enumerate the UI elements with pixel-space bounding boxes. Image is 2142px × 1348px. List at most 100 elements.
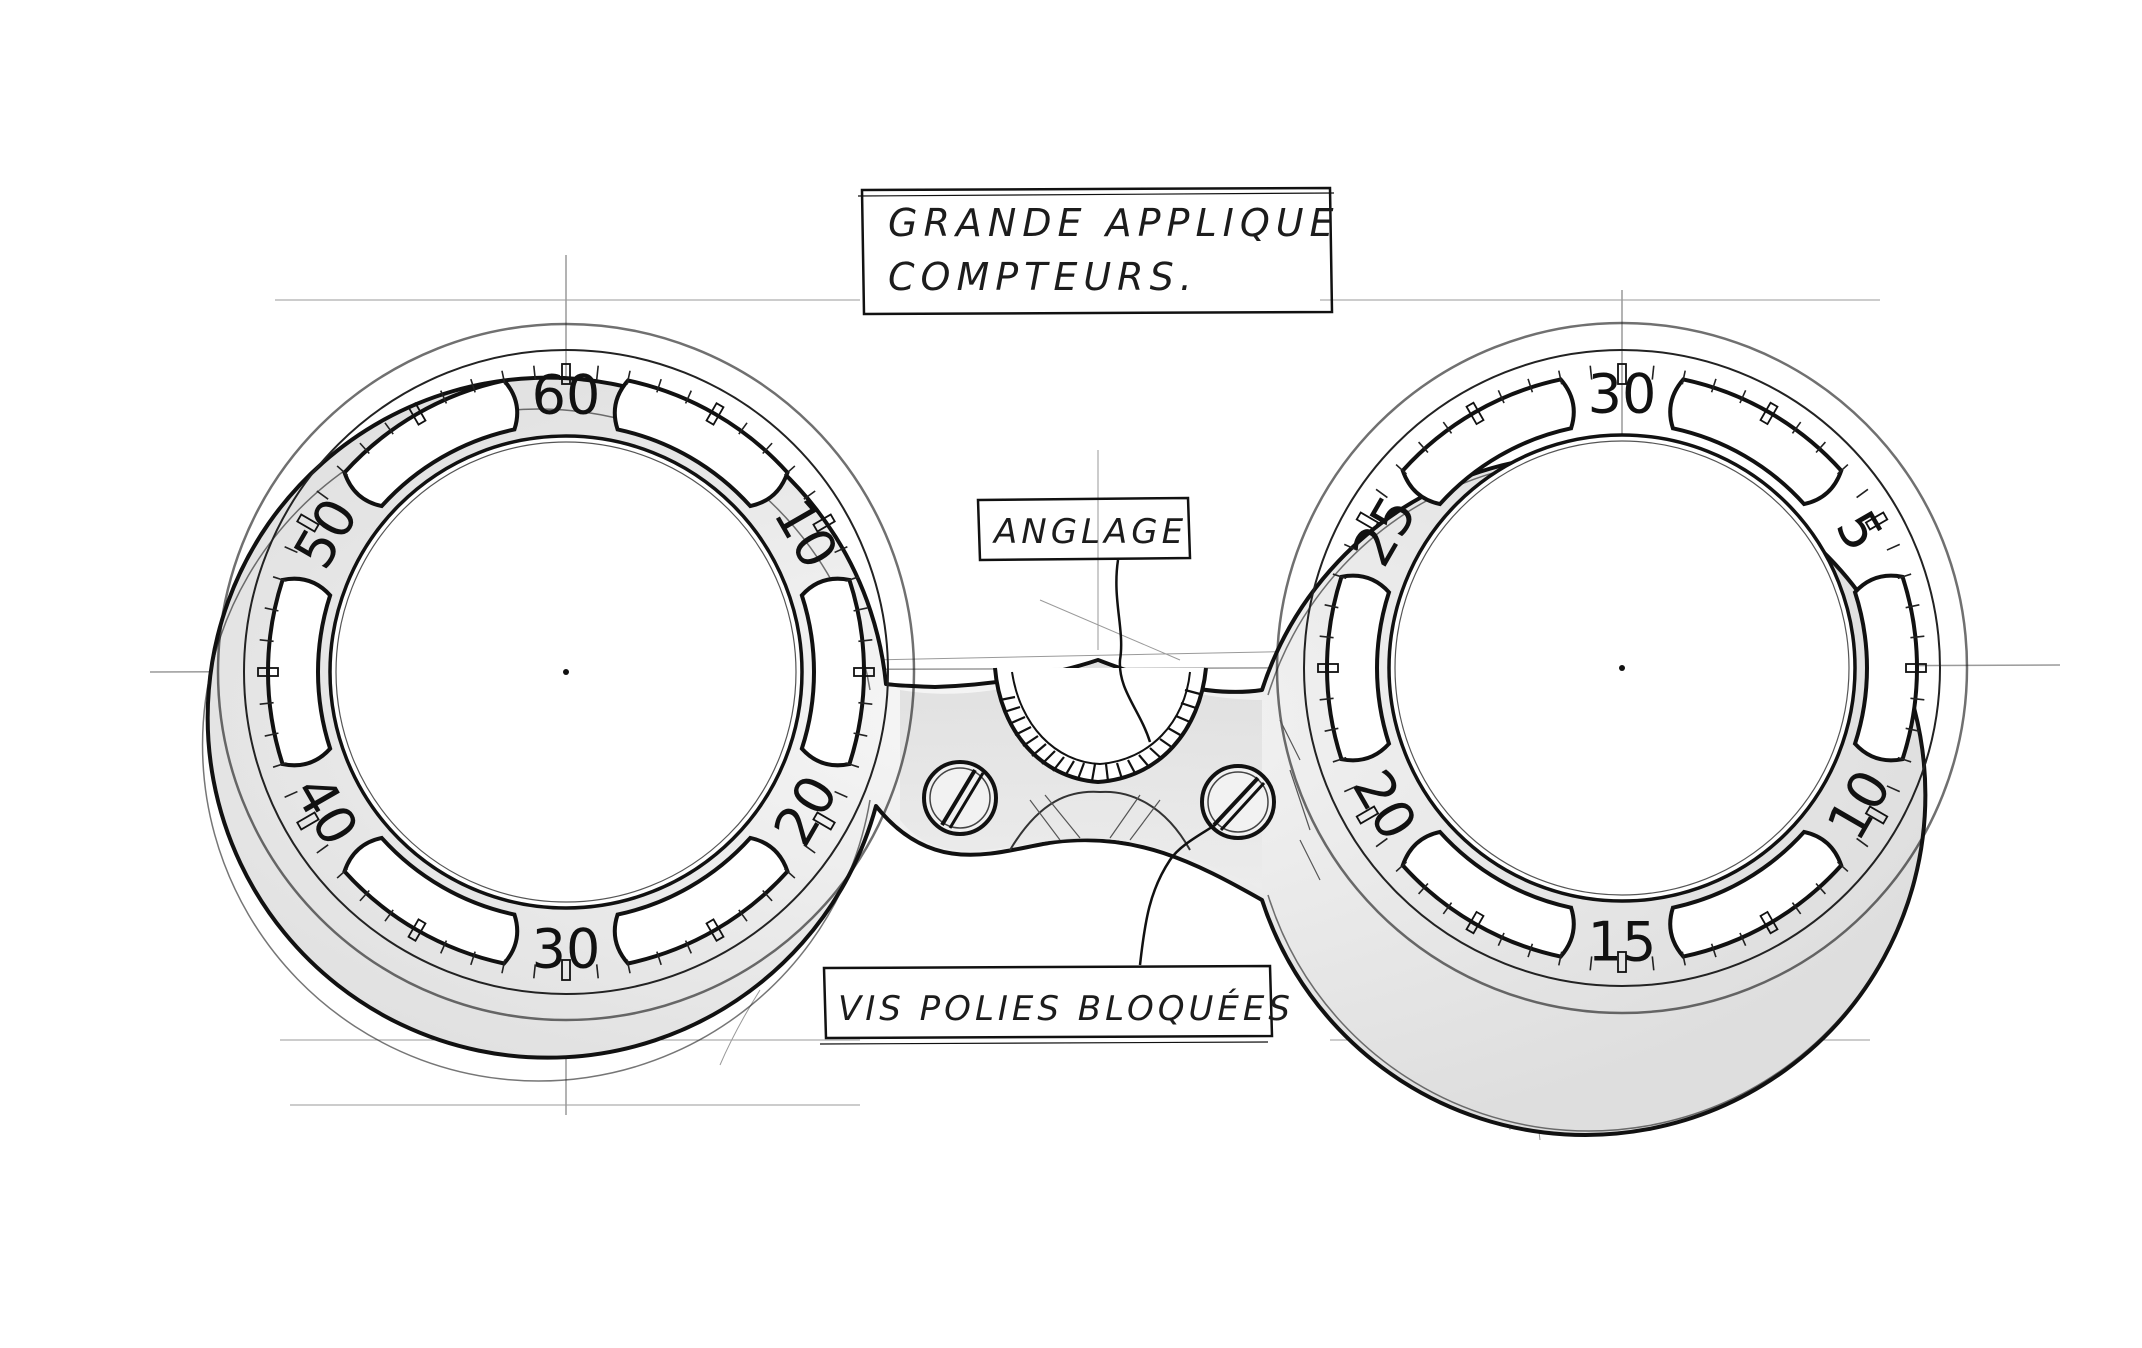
left-hour-marker bbox=[407, 402, 427, 426]
left-minute-tick bbox=[439, 390, 448, 404]
left-minute-tick bbox=[684, 940, 693, 954]
left-minute-tick bbox=[803, 490, 816, 500]
right-counter-numeral: 5 bbox=[1823, 500, 1895, 561]
left-minute-tick bbox=[384, 909, 394, 922]
left-minute-tick bbox=[853, 732, 868, 737]
right-minute-tick bbox=[1442, 902, 1453, 915]
right-minute-tick bbox=[1897, 573, 1912, 580]
right-hour-marker bbox=[1465, 910, 1485, 935]
right-minute-tick bbox=[1651, 365, 1655, 380]
right-minute-tick bbox=[1319, 635, 1334, 639]
right-hour-marker bbox=[1759, 910, 1779, 935]
right-minute-tick bbox=[1815, 441, 1827, 454]
right-hour-marker bbox=[1355, 511, 1380, 531]
left-minute-tick bbox=[595, 964, 599, 979]
right-minute-tick bbox=[1527, 378, 1534, 393]
right-minute-tick bbox=[1558, 370, 1563, 385]
left-minute-tick bbox=[834, 790, 848, 799]
right-counter-numeral: 30 bbox=[1588, 363, 1657, 426]
left-minute-tick bbox=[264, 732, 279, 737]
right-minute-tick bbox=[1417, 882, 1429, 895]
right-minute-tick bbox=[1910, 635, 1925, 639]
left-minute-tick bbox=[845, 576, 860, 582]
left-minute-tick bbox=[284, 545, 298, 554]
left-minute-tick bbox=[272, 576, 287, 582]
right-minute-tick bbox=[1905, 727, 1920, 732]
left-minute-tick bbox=[783, 868, 796, 879]
left-minute-tick bbox=[738, 422, 748, 435]
right-minute-tick bbox=[1324, 727, 1339, 732]
right-minute-tick bbox=[1739, 389, 1747, 404]
left-minute-tick bbox=[439, 940, 448, 954]
left-minute-tick bbox=[595, 365, 599, 380]
right-minute-tick bbox=[1319, 697, 1334, 701]
left-hour-marker bbox=[407, 918, 427, 942]
right-counter-window bbox=[1668, 829, 1844, 959]
right-minute-tick bbox=[1558, 951, 1563, 966]
left-minute-tick bbox=[762, 889, 773, 902]
right-minute-tick bbox=[1905, 604, 1920, 609]
left-minute-tick bbox=[264, 607, 279, 612]
right-counter-window bbox=[1668, 377, 1844, 507]
right-minute-tick bbox=[1497, 932, 1505, 947]
right-minute-tick bbox=[1710, 943, 1717, 958]
left-minute-tick bbox=[259, 639, 274, 643]
right-minute-tick bbox=[1442, 421, 1453, 434]
left-minute-tick bbox=[803, 844, 816, 854]
right-minute-tick bbox=[1332, 573, 1347, 580]
right-minute-tick bbox=[1651, 956, 1655, 971]
right-minute-tick bbox=[1856, 488, 1869, 499]
right-minute-tick bbox=[1332, 756, 1347, 763]
left-minute-tick bbox=[656, 378, 662, 393]
left-minute-tick bbox=[316, 490, 329, 500]
left-minute-tick bbox=[845, 762, 860, 768]
left-minute-tick bbox=[626, 959, 631, 974]
left-minute-tick bbox=[501, 959, 506, 974]
left-minute-tick bbox=[359, 442, 370, 455]
title-line-1: GRANDE APPLIQUE bbox=[888, 201, 1340, 245]
left-minute-tick bbox=[626, 370, 631, 385]
right-minute-tick bbox=[1836, 463, 1849, 475]
right-counter-window bbox=[1400, 829, 1576, 959]
right-minute-tick bbox=[1681, 370, 1686, 385]
right-minute-tick bbox=[1791, 902, 1802, 915]
right-hour-marker bbox=[1864, 511, 1889, 531]
central-cutout bbox=[993, 667, 1321, 881]
left-minute-tick bbox=[858, 701, 873, 705]
left-minute-tick bbox=[834, 545, 848, 554]
left-minute-tick bbox=[684, 390, 693, 404]
left-minute-tick bbox=[533, 365, 537, 380]
right-minute-tick bbox=[1589, 956, 1593, 971]
right-minute-tick bbox=[1395, 463, 1408, 475]
right-minute-tick bbox=[1886, 785, 1901, 793]
left-minute-tick bbox=[762, 442, 773, 455]
right-minute-tick bbox=[1343, 543, 1358, 551]
right-minute-tick bbox=[1324, 604, 1339, 609]
left-minute-tick bbox=[858, 639, 873, 643]
left-hour-marker bbox=[812, 811, 836, 831]
left-minute-tick bbox=[259, 701, 274, 705]
right-hour-marker bbox=[1617, 363, 1627, 385]
right-hour-marker bbox=[1465, 401, 1485, 426]
right-minute-tick bbox=[1681, 951, 1686, 966]
right-hour-marker bbox=[1905, 663, 1927, 673]
right-minute-tick bbox=[1886, 543, 1901, 551]
screws-label: VIS POLIES BLOQUÉES bbox=[838, 988, 1294, 1029]
right-minute-tick bbox=[1910, 697, 1925, 701]
title-line-2: COMPTEURS. bbox=[888, 255, 1198, 299]
left-hour-marker bbox=[561, 363, 571, 385]
left-hour-marker bbox=[296, 513, 320, 533]
left-minute-tick bbox=[470, 951, 476, 966]
left-minute-tick bbox=[359, 889, 370, 902]
right-counter-window bbox=[1852, 573, 1919, 763]
left-minute-tick bbox=[384, 422, 394, 435]
right-minute-tick bbox=[1856, 837, 1869, 848]
right-minute-tick bbox=[1589, 365, 1593, 380]
right-hour-marker bbox=[1617, 951, 1627, 973]
right-minute-tick bbox=[1897, 756, 1912, 763]
screws-annotation: VIS POLIES BLOQUÉES bbox=[819, 823, 1294, 1045]
left-hour-marker bbox=[257, 667, 279, 677]
right-minute-tick bbox=[1739, 932, 1747, 947]
